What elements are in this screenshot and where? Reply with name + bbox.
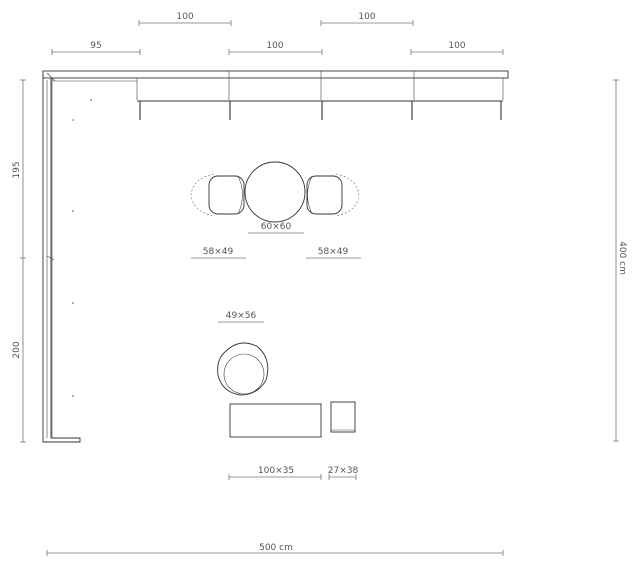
dimension-label: 49×56	[226, 311, 257, 321]
dining-chair-right	[306, 173, 360, 217]
dimension-label: 58×49	[203, 247, 234, 257]
side-table	[330, 401, 356, 433]
dimension-label: 400 cm	[617, 241, 627, 275]
dimension-second-2: 100	[228, 41, 323, 55]
dimension-label: 195	[12, 161, 22, 178]
dining-chair-left	[190, 173, 245, 217]
dimension-label: 27×38	[328, 466, 359, 476]
dimension-chair-left: 58×49	[191, 247, 246, 259]
dining-table	[244, 161, 306, 223]
dimension-label: 100	[358, 12, 375, 22]
dimension-label: 100×35	[258, 466, 294, 476]
wall-bench	[42, 70, 509, 443]
dimension-side-table: 27×38	[328, 466, 359, 480]
dimension-left-lower: 200	[12, 258, 26, 443]
dimension-left-upper: 195	[12, 79, 26, 259]
dimension-dining-table: 60×60	[248, 222, 304, 234]
dimension-label: 200	[12, 341, 22, 358]
armchair	[217, 342, 269, 396]
dimension-second-1: 95	[51, 41, 141, 55]
dimension-label: 500 cm	[259, 543, 293, 553]
dimension-armchair: 49×56	[218, 311, 264, 323]
sideboard	[229, 403, 322, 438]
dimension-second-3: 100	[410, 41, 504, 55]
dimension-bottom-total: 500 cm	[46, 543, 504, 556]
dimension-chair-right: 58×49	[306, 247, 361, 259]
dimension-label: 58×49	[318, 247, 349, 257]
dimension-top-1: 100	[138, 12, 232, 26]
dimension-label: 95	[90, 41, 101, 51]
dimension-sideboard: 100×35	[228, 466, 322, 480]
dimension-label: 60×60	[261, 222, 292, 232]
dimension-top-2: 100	[320, 12, 414, 26]
dimension-right-total: 400 cm	[613, 79, 627, 442]
dimension-label: 100	[448, 41, 465, 51]
dimension-label: 100	[266, 41, 283, 51]
dimension-label: 100	[176, 12, 193, 22]
